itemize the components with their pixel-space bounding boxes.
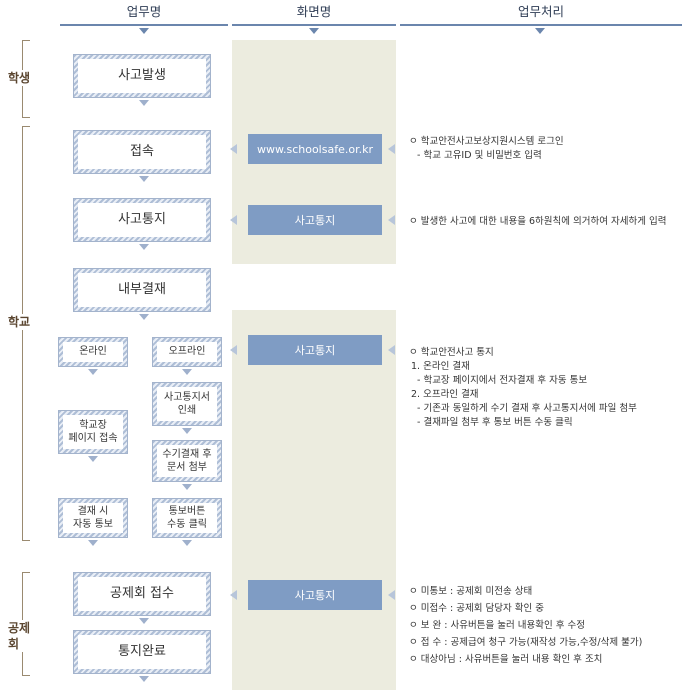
box-approval: 내부결재	[73, 268, 211, 312]
screen-notify-3: 사고통지	[248, 580, 382, 610]
screen-panel-bottom	[232, 310, 396, 690]
left-arrow-icon	[230, 590, 237, 600]
header-screen-name: 화면명	[232, 0, 396, 26]
left-arrow-icon	[230, 345, 237, 355]
left-arrow-icon	[388, 345, 395, 355]
process-status-line: ㅇ 미통보 : 공제회 미전송 상태	[409, 586, 533, 597]
flow-arrow	[88, 369, 98, 375]
process-school-line: - 결재파일 첨부 후 통보 버튼 수동 클릭	[417, 417, 573, 428]
flow-arrow	[139, 100, 149, 106]
header-arrow-3	[535, 28, 545, 34]
process-school-line: ㅇ 학교안전사고 통지	[409, 347, 494, 358]
process-status-line: ㅇ 보 완 : 사유버튼을 눌러 내용확인 후 수정	[409, 620, 585, 631]
bracket-school	[22, 126, 30, 541]
left-arrow-icon	[388, 144, 395, 154]
flow-arrow	[182, 369, 192, 375]
process-school-line: - 기존과 동일하게 수기 결재 후 사고통지서에 파일 첨부	[417, 403, 637, 414]
header-screen-name-label: 화면명	[296, 4, 332, 19]
box-print-form: 사고통지서 인쇄	[152, 382, 222, 426]
box-offline: 오프라인	[152, 337, 222, 367]
header-business-name: 업무명	[60, 0, 228, 26]
section-mutual: 공제회	[0, 620, 40, 652]
flow-arrow	[139, 176, 149, 182]
flow-arrow	[139, 618, 149, 624]
box-complete: 통지완료	[73, 630, 211, 674]
process-status-line: ㅇ 접 수 : 공제급여 청구 가능(재작성 가능,수정/삭제 불가)	[409, 637, 643, 648]
screen-notify-2: 사고통지	[248, 335, 382, 365]
flow-arrow	[182, 540, 192, 546]
flow-arrow	[139, 314, 149, 320]
process-status-line: ㅇ 미접수 : 공제회 담당자 확인 중	[409, 603, 544, 614]
box-auto-notify: 결재 시 자동 통보	[58, 498, 128, 538]
section-school: 학교	[0, 314, 40, 330]
process-school-line: 1. 온라인 결재	[411, 361, 470, 372]
header-processing-label: 업무처리	[517, 4, 564, 19]
process-login-line: ㅇ 학교안전사고보상지원시스템 로그인	[409, 136, 564, 147]
box-online: 온라인	[58, 337, 128, 367]
left-arrow-icon	[230, 144, 237, 154]
flow-arrow	[88, 540, 98, 546]
header-arrow-1	[139, 28, 149, 34]
screen-site: www.schoolsafe.or.kr	[248, 134, 382, 164]
box-click-button: 통보버튼 수동 클릭	[152, 498, 222, 538]
box-mutual-receive: 공제회 접수	[73, 572, 211, 616]
left-arrow-icon	[388, 215, 395, 225]
box-principal-page: 학교장 페이지 접속	[58, 410, 128, 454]
process-login-line: - 학교 고유ID 및 비밀번호 입력	[417, 150, 542, 161]
flow-arrow	[139, 244, 149, 250]
header-processing: 업무처리	[400, 0, 682, 26]
process-notify-line: ㅇ 발생한 사고에 대한 내용을 6하원칙에 의거하여 자세하게 입력	[409, 216, 667, 227]
box-manual-approval: 수기결재 후 문서 첨부	[152, 440, 222, 482]
box-connect: 접속	[73, 130, 211, 174]
left-arrow-icon	[388, 590, 395, 600]
flow-arrow	[139, 676, 149, 682]
screen-notify-1: 사고통지	[248, 205, 382, 235]
process-school-line: - 학교장 페이지에서 전자결재 후 자동 통보	[417, 375, 588, 386]
box-accident: 사고발생	[73, 54, 211, 98]
flow-arrow	[182, 428, 192, 434]
process-status-line: ㅇ 대상아님 : 사유버튼을 눌러 내용 확인 후 조치	[409, 654, 603, 665]
section-student: 학생	[0, 70, 40, 86]
flow-arrow	[88, 456, 98, 462]
flow-arrow	[182, 484, 192, 490]
box-notify: 사고통지	[73, 198, 211, 242]
header-business-name-label: 업무명	[126, 4, 162, 19]
left-arrow-icon	[230, 215, 237, 225]
process-school-line: 2. 오프라인 결재	[411, 389, 479, 400]
header-arrow-2	[309, 28, 319, 34]
